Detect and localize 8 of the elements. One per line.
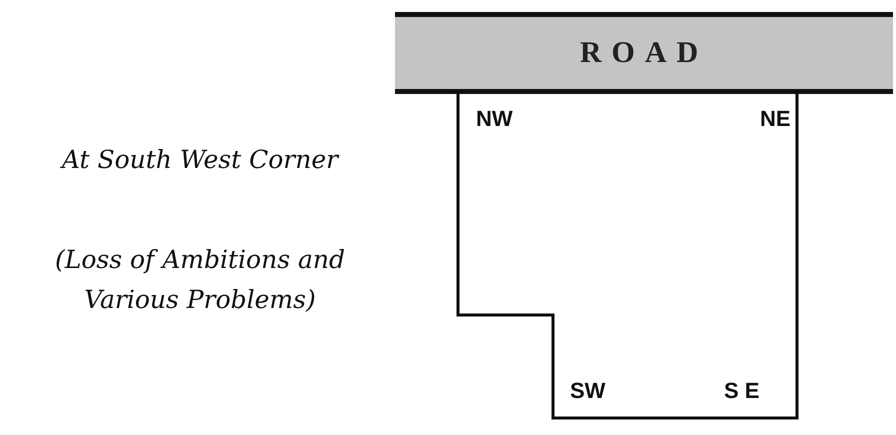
direction-label: S E — [724, 378, 760, 404]
road-label: ROAD — [580, 36, 708, 70]
note-text: (Loss of Ambitions and Various Problems) — [54, 244, 346, 316]
note-text: At South West Corner — [59, 144, 340, 176]
direction-label: NW — [476, 106, 513, 132]
road-band — [395, 12, 893, 94]
direction-label: SW — [570, 378, 606, 404]
direction-label: NE — [760, 106, 791, 132]
